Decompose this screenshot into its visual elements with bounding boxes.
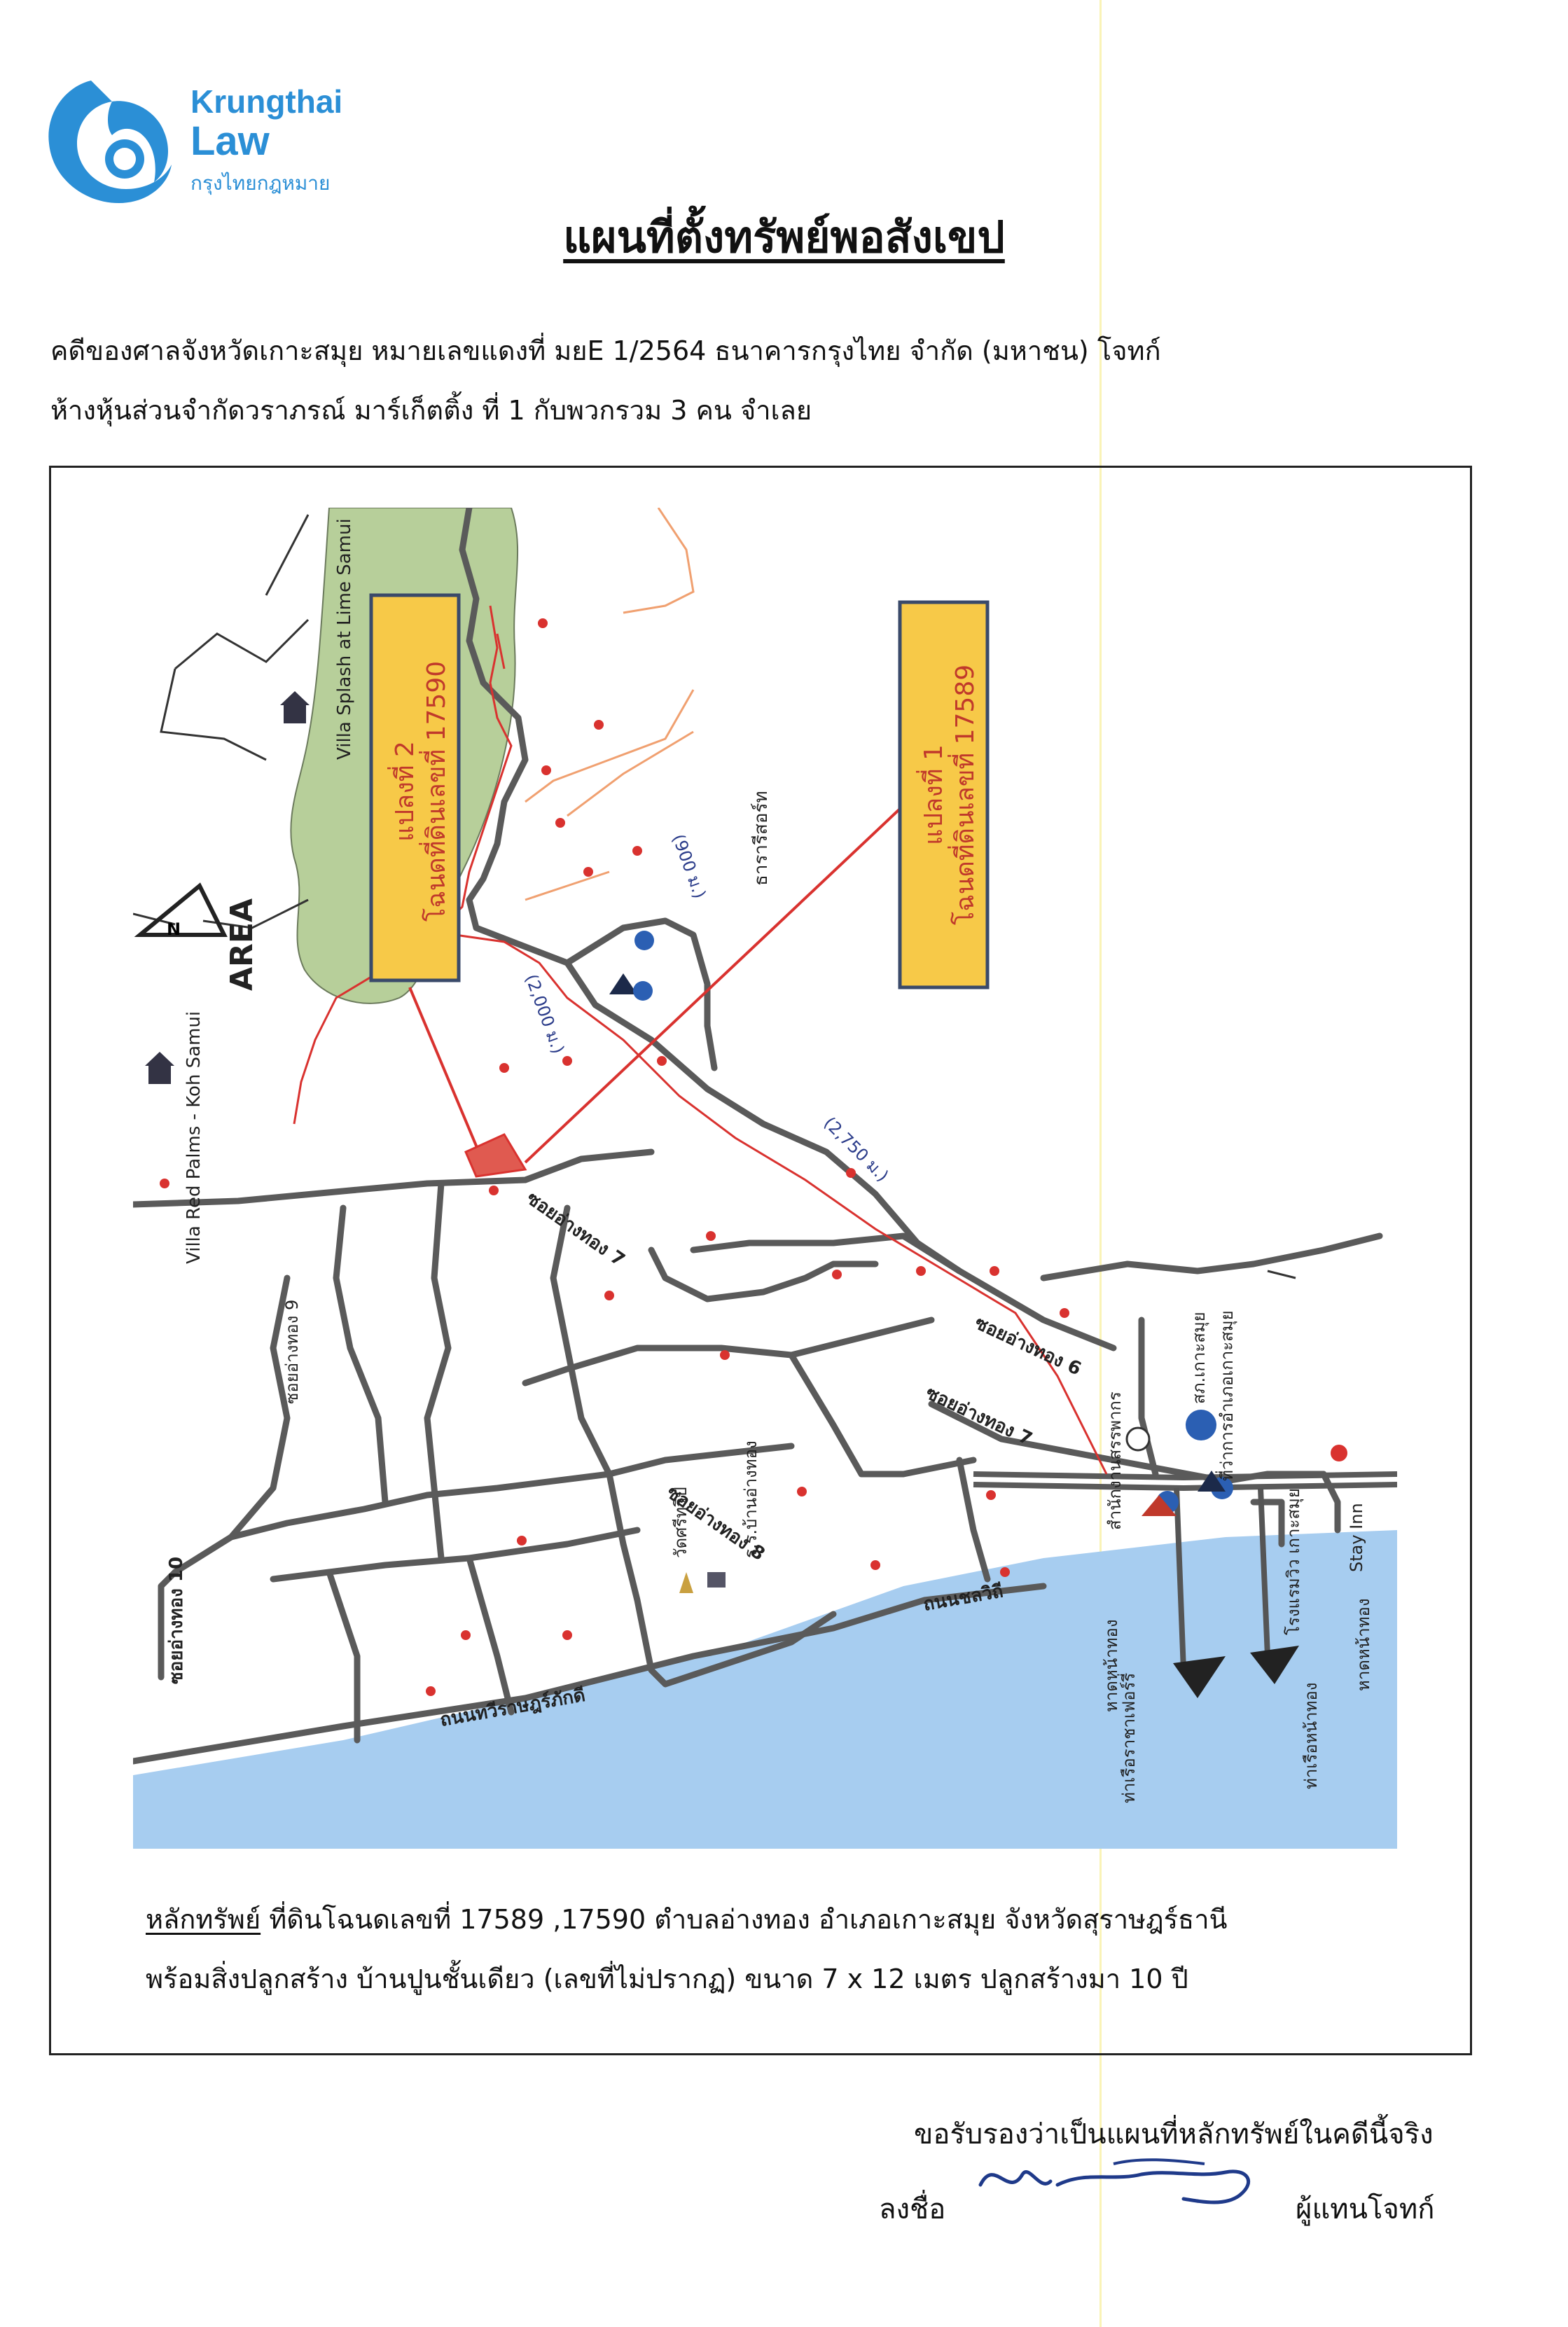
pier-label-2: ท่าเรือหน้าทอง	[1301, 1683, 1321, 1789]
ferry-icon	[1173, 1656, 1226, 1698]
beach-label-2: หาดหน้าทอง	[1354, 1598, 1373, 1691]
plot-2-box: แปลงที่ 2 โฉนดที่ดินเลขที่ 17590	[369, 593, 461, 982]
plot-1-deed: โฉนดที่ดินเลขที่ 17589	[948, 665, 980, 925]
villa-splash-label: Villa Splash at Lime Samui	[334, 518, 355, 760]
page-title: แผนที่ตั้งทรัพย์พอสังเขป	[563, 211, 1005, 263]
beach-label-1: หาดหน้าทอง	[1102, 1619, 1121, 1712]
road-label-soi9: ซอยอ่างทอง 9	[282, 1300, 302, 1404]
villa-red-palms-label: Villa Red Palms - Koh Samui	[183, 1011, 204, 1264]
police-icon	[1186, 1410, 1216, 1440]
road-label-soi6: ซอยอ่างทอง 6	[971, 1312, 1084, 1380]
road-label-soi7-mid: ซอยอ่างทอง 7	[922, 1382, 1035, 1450]
hotel-label: โรงแรมวิว เกาะสมุย	[1284, 1488, 1304, 1635]
road-label-soi7-top: ซอยอ่างทอง 7	[522, 1188, 629, 1271]
certify-statement: ขอรับรองว่าเป็นแผนที่หลักทรัพย์ในคดีนี้จ…	[914, 2118, 1434, 2151]
police-station-label: สภ.เกาะสมุย	[1189, 1312, 1209, 1404]
case-line-1: คดีของศาลจังหวัดเกาะสมุย หมายเลขแดงที่ ม…	[50, 335, 1161, 366]
route-marker-3	[609, 931, 654, 1001]
case-line-2: ห้างหุ้นส่วนจำกัดวราภรณ์ มาร์เก็ตติ้ง ที…	[50, 395, 812, 426]
stay-inn-label: Stay Inn	[1347, 1503, 1366, 1572]
plot-1-box: แปลงที่ 1 โฉนดที่ดินเลขที่ 17589	[898, 600, 990, 989]
road-label-soi10: ซอยอ่างทอง 10	[166, 1557, 187, 1684]
asset-line-2: พร้อมสิ่งปลูกสร้าง บ้านปูนชั้นเดียว (เลข…	[146, 1964, 1188, 1994]
scan-highlight-line	[1099, 0, 1102, 2327]
sea-area	[133, 1530, 1397, 1849]
krungthai-law-logo	[48, 81, 172, 203]
plot-2-label: แปลงที่ 2	[387, 741, 419, 842]
compass-north-arrow: N AREA	[134, 882, 260, 991]
route-marker-2	[1142, 1491, 1179, 1516]
plot-pointer-lines	[408, 807, 901, 1164]
plot-1-label: แปลงที่ 1	[916, 744, 948, 845]
revenue-office-label: สำนักงานสรรพากร	[1105, 1391, 1125, 1530]
pier-label-1: ท่าเรือราชาเฟอร์รี่	[1117, 1673, 1139, 1803]
revenue-office-icon	[1125, 1426, 1151, 1452]
sign-label: ลงชื่อ	[879, 2193, 946, 2225]
temple-label: วัดศรีทวีป	[671, 1487, 691, 1558]
distance-2000: (2,000 ม.)	[521, 971, 568, 1056]
ferry-icons	[1173, 1646, 1299, 1698]
asset-detail-1: ที่ดินโฉนดเลขที่ 17589 ,17590 ตำบลอ่างทอ…	[261, 1904, 1228, 1935]
school-icon	[707, 1572, 726, 1588]
temple-icon	[679, 1572, 693, 1593]
road-network	[133, 508, 1383, 1765]
landmark-icon	[1331, 1445, 1347, 1461]
villa-icon	[145, 691, 310, 1084]
ferry-icon	[1250, 1646, 1299, 1684]
distance-900: (900 ม.)	[668, 831, 709, 901]
district-office-label: ที่ว่าการอำเภอเกาะสมุย	[1215, 1310, 1237, 1481]
asset-line-1: หลักทรัพย์ ที่ดินโฉนดเลขที่ 17589 ,17590…	[146, 1898, 1228, 1940]
handwritten-signature	[978, 2158, 1250, 2204]
logo-name-line1: Krungthai	[190, 83, 343, 120]
route-marker-1	[1198, 1471, 1233, 1499]
bird-emblem-icon	[48, 81, 172, 203]
route-path	[293, 605, 1108, 1475]
school-label: ร.ร.บ้านอ่างทอง	[741, 1440, 761, 1558]
plot-2-deed: โฉนดที่ดินเลขที่ 17590	[419, 661, 451, 922]
north-label: N	[167, 919, 181, 939]
area-logo-text: AREA	[224, 898, 260, 991]
location-map: แปลงที่ 2 โฉนดที่ดินเลขที่ 17590 แปลงที่…	[133, 508, 1397, 1849]
logo-name-thai: กรุงไทยกฎหมาย	[190, 172, 331, 195]
resort-label: ธารารีสอร์ท	[751, 791, 772, 886]
representative-label: ผู้แทนโจทก์	[1296, 2193, 1435, 2225]
logo-name-line2: Law	[190, 118, 270, 164]
target-land-marker	[464, 1133, 527, 1178]
asset-label: หลักทรัพย์	[146, 1904, 261, 1935]
poi-markers	[160, 618, 1069, 1696]
map-frame	[49, 466, 1472, 2055]
